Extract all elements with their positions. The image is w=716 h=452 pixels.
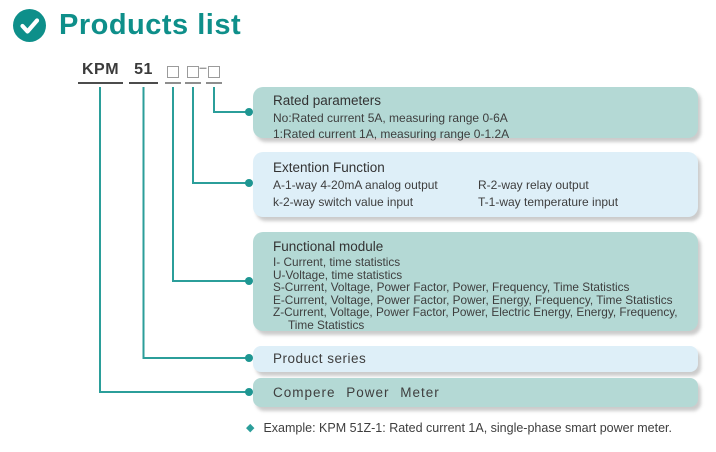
example-row: ◆ Example: KPM 51Z-1: Rated current 1A, …	[246, 421, 672, 435]
model-placeholder-rated-parameters	[206, 58, 222, 84]
box-rated-parameters: Rated parameters No:Rated current 5A, me…	[253, 87, 698, 141]
placeholder-square-icon	[167, 66, 179, 78]
box-title: Rated parameters	[273, 93, 382, 108]
page-header: Products list	[13, 9, 241, 42]
model-placeholder-extention-function	[185, 58, 201, 84]
box-title: Product series	[273, 351, 367, 366]
box-extention-function: Extention Function A-1-way 4-20mA analog…	[253, 152, 698, 217]
box-line: 1:Rated current 1A, measuring range 0-1.…	[273, 127, 510, 141]
box-line: k-2-way switch value input	[273, 195, 414, 209]
example-text: Example: KPM 51Z-1: Rated current 1A, si…	[263, 421, 672, 435]
placeholder-square-icon	[187, 66, 199, 78]
box-line: S-Current, Voltage, Power Factor, Power,…	[273, 280, 630, 295]
diamond-bullet-icon: ◆	[246, 421, 255, 434]
placeholder-square-icon	[208, 66, 220, 78]
box-line: Z-Current, Voltage, Power Factor, Power,…	[273, 305, 678, 320]
box-title: Compere Power Meter	[273, 385, 440, 400]
model-series-number: 51	[129, 58, 158, 84]
box-line: E-Current, Voltage, Power Factor, Power,…	[273, 292, 673, 307]
model-placeholder-functional-module	[165, 58, 181, 84]
box-title: Functional module	[273, 239, 384, 254]
box-line: T-1-way temperature input	[478, 195, 619, 209]
box-compere-power-meter: Compere Power Meter	[253, 378, 698, 407]
extention-column-left: A-1-way 4-20mA analog output k-2-way swi…	[273, 177, 458, 211]
model-dash: –	[199, 59, 207, 75]
box-product-series: Product series	[253, 346, 698, 372]
page-title: Products list	[59, 9, 242, 41]
box-line: U-Voltage, time statistics	[273, 267, 403, 282]
box-line: I- Current, time statistics	[273, 255, 401, 269]
box-functional-module: Functional module I- Current, time stati…	[253, 232, 698, 331]
model-prefix: KPM	[78, 58, 123, 84]
check-icon	[13, 9, 46, 42]
extention-column-right: R-2-way relay output T-1-way temperature…	[458, 177, 698, 211]
box-line: R-2-way relay output	[478, 178, 589, 192]
extention-columns: A-1-way 4-20mA analog output k-2-way swi…	[273, 177, 698, 211]
box-line: Time Statistics	[288, 317, 365, 332]
box-line: No:Rated current 5A, measuring range 0-6…	[273, 111, 508, 125]
box-line: A-1-way 4-20mA analog output	[273, 178, 438, 192]
box-title: Extention Function	[273, 160, 385, 175]
